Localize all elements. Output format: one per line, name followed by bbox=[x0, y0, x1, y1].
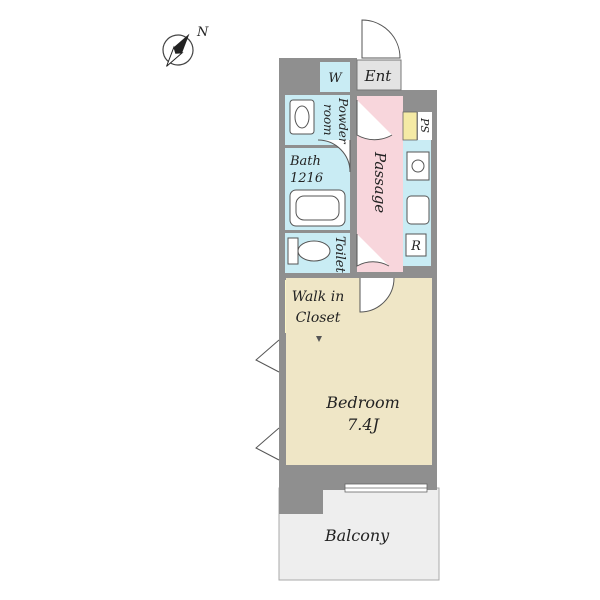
compass-needle bbox=[173, 33, 190, 54]
closet-label-line2: Closet bbox=[296, 310, 341, 326]
toilet-bowl bbox=[297, 240, 331, 262]
toilet-label: Toilet bbox=[332, 236, 347, 273]
bath-label-line2: 1216 bbox=[290, 171, 323, 186]
powder-room-label-line1: Powder bbox=[336, 97, 350, 145]
compass bbox=[162, 33, 194, 67]
bedroom-label-line1: Bedroom bbox=[325, 393, 400, 412]
pipe-space bbox=[402, 111, 418, 141]
kitchen-sink bbox=[406, 195, 430, 225]
toilet-tank bbox=[287, 237, 299, 265]
stove bbox=[406, 151, 430, 181]
bath-door bbox=[317, 139, 351, 173]
closet-label-line1: Walk in bbox=[292, 289, 344, 305]
bath-label-line1: Bath bbox=[289, 154, 321, 169]
washer-space bbox=[320, 62, 350, 92]
washer-label: W bbox=[328, 71, 343, 86]
refrigerator-label: R bbox=[410, 239, 421, 254]
balcony-label: Balcony bbox=[324, 526, 390, 545]
stove-burner bbox=[411, 159, 425, 173]
powder-room-label-line2: room bbox=[321, 104, 335, 136]
window-casement-upper bbox=[255, 339, 280, 373]
bathtub-inner bbox=[295, 195, 340, 221]
entrance-label: Ent bbox=[364, 67, 393, 85]
sink bbox=[289, 99, 315, 135]
toilet-door bbox=[356, 234, 390, 267]
sink-basin bbox=[294, 105, 310, 129]
powder-room-door bbox=[356, 100, 393, 141]
closet-opening-marker bbox=[316, 336, 322, 342]
bedroom-door bbox=[359, 277, 395, 313]
compass-label: N bbox=[196, 25, 209, 40]
window-casement-lower bbox=[255, 427, 280, 461]
bedroom-lower bbox=[322, 335, 432, 465]
passage-label: Passage bbox=[371, 151, 389, 213]
pipe-space-label: PS bbox=[418, 117, 431, 133]
bedroom-left bbox=[286, 335, 326, 465]
compass-tail bbox=[166, 45, 184, 67]
pipe-space-label-box bbox=[418, 112, 432, 140]
bathtub bbox=[289, 189, 346, 227]
entrance-door bbox=[361, 19, 401, 59]
bedroom-label-line2: 7.4J bbox=[347, 415, 380, 434]
refrigerator-space bbox=[405, 233, 427, 257]
entrance bbox=[356, 59, 402, 91]
